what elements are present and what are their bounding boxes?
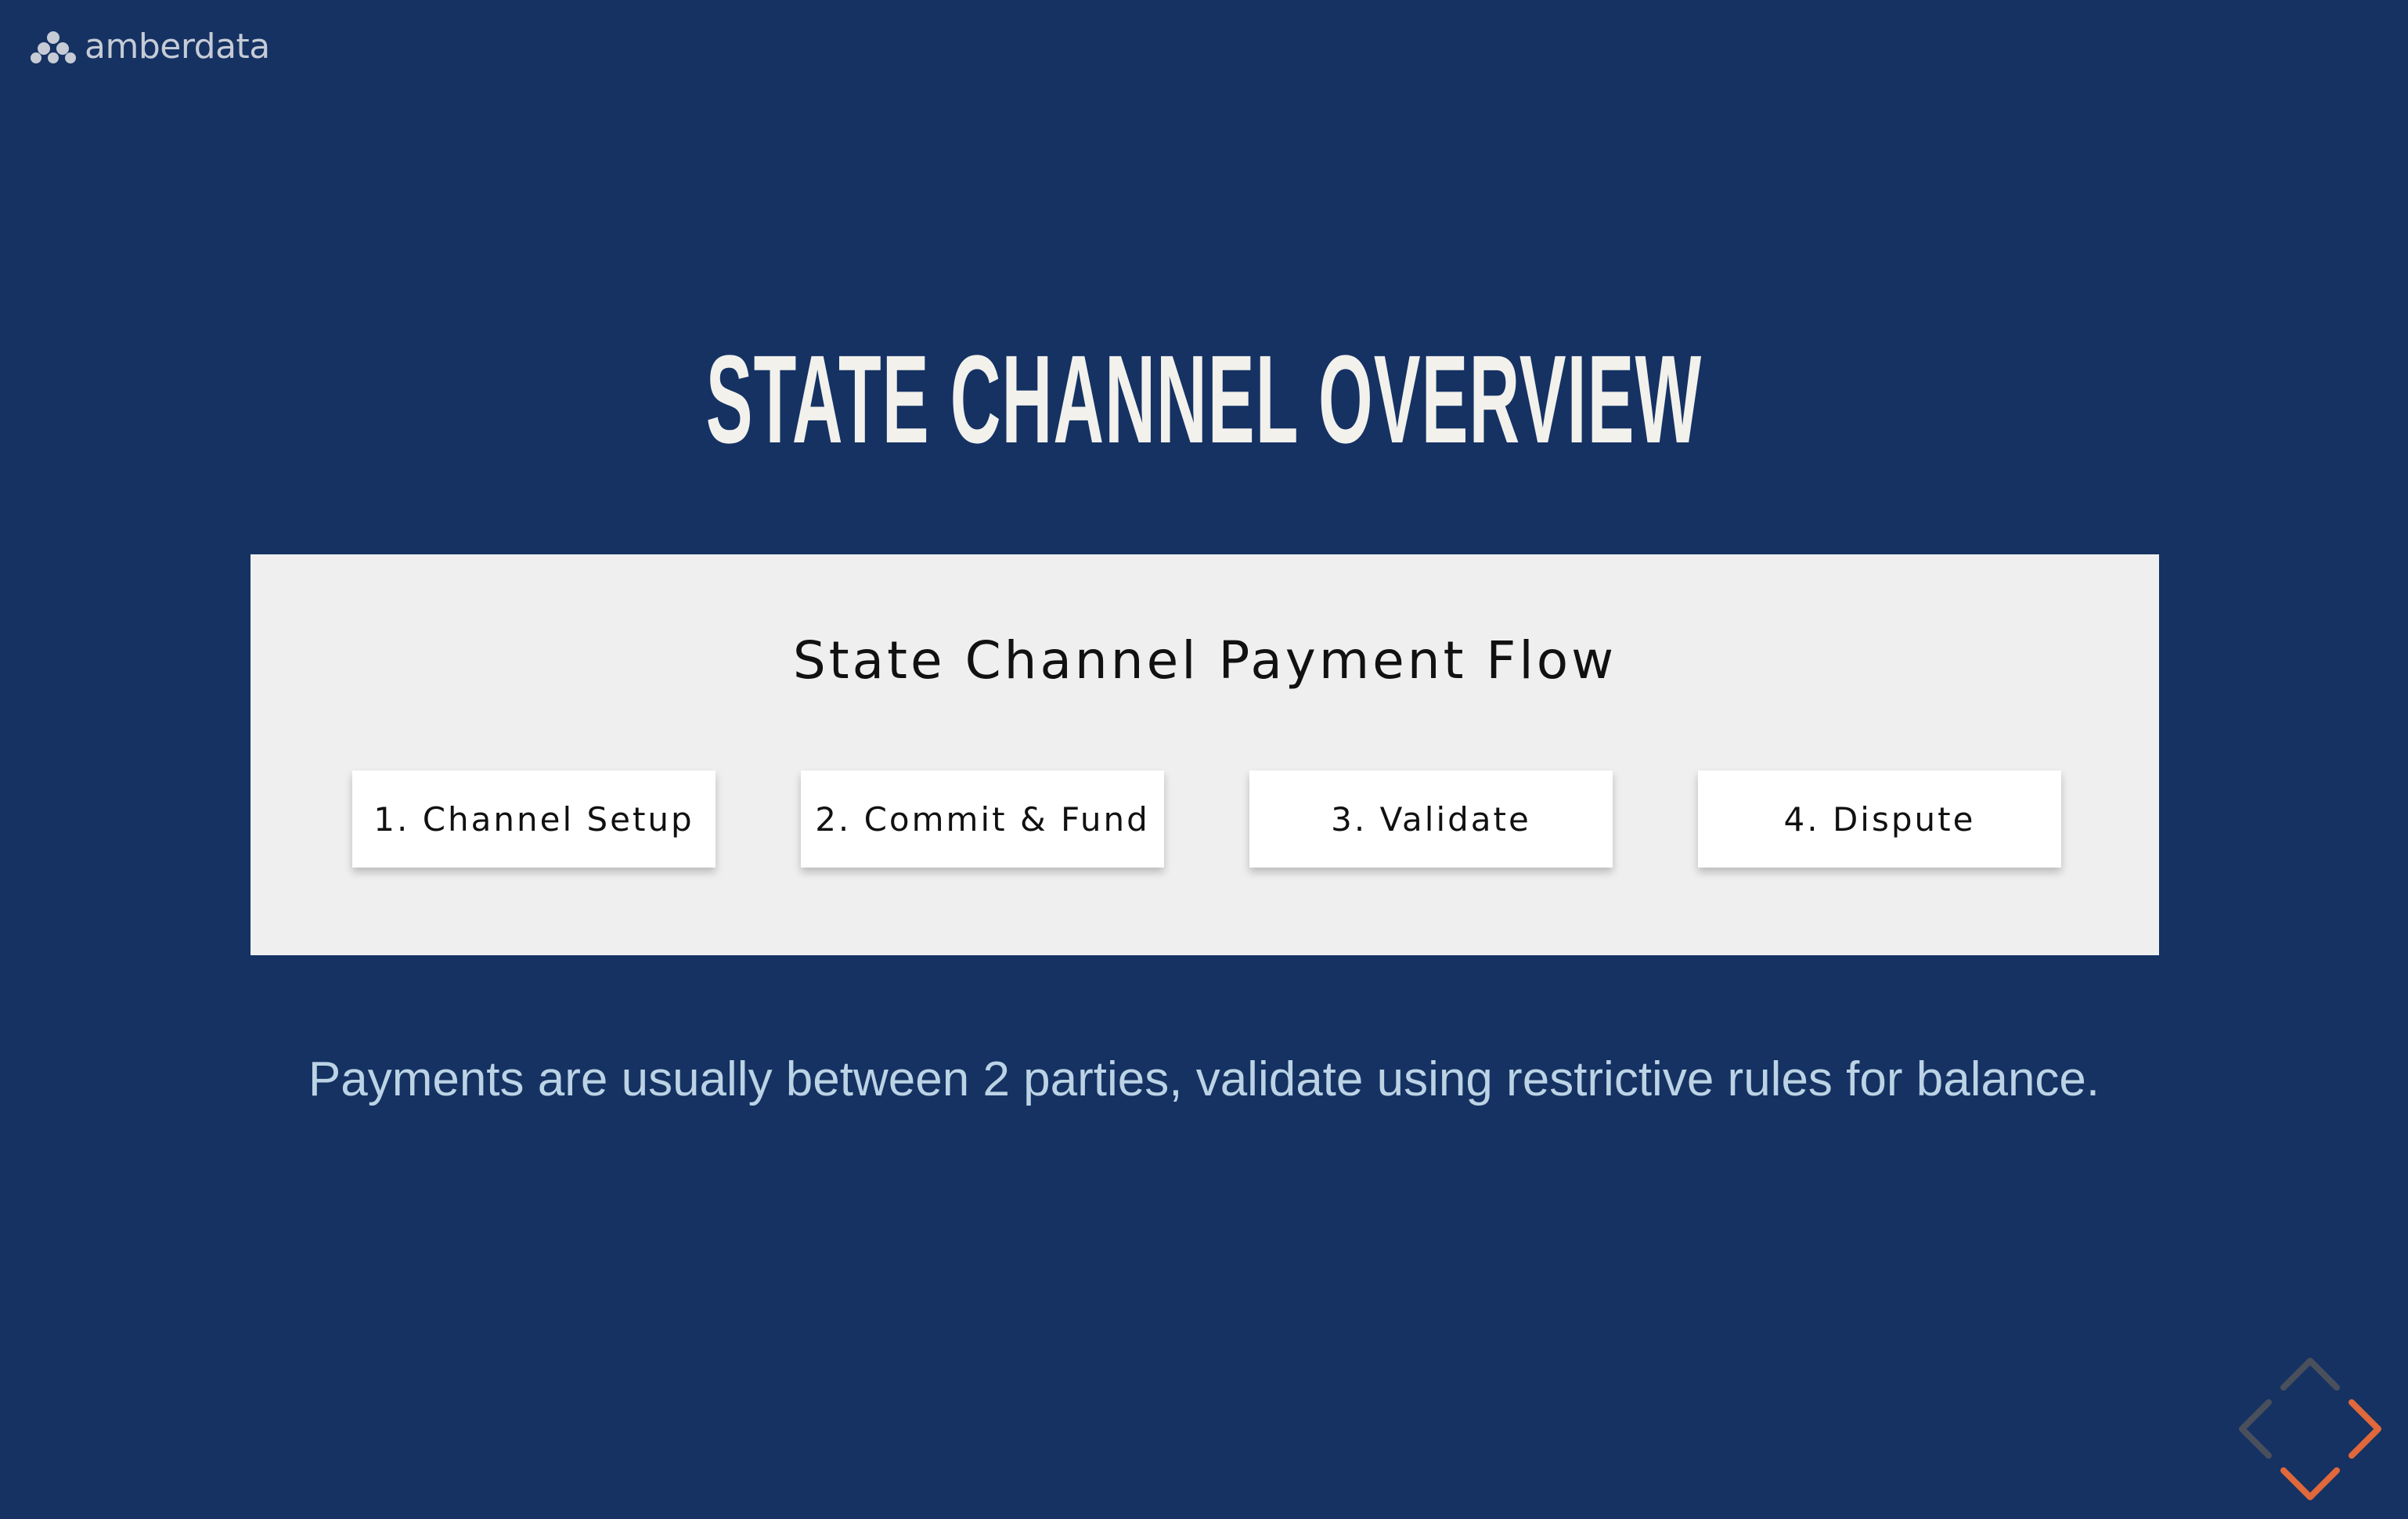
brand-logo: amberdata [30, 27, 270, 67]
right-arrow-icon[interactable] [2347, 1398, 2385, 1460]
step-dispute: 4. Dispute [1698, 770, 2061, 868]
payment-flow-title: State Channel Payment Flow [792, 630, 1617, 691]
up-arrow-icon[interactable] [2279, 1355, 2341, 1392]
payment-flow-panel: State Channel Payment Flow 1. Channel Se… [251, 554, 2159, 955]
slide-caption: Payments are usually between 2 parties, … [308, 1052, 2100, 1106]
step-validate: 3. Validate [1249, 770, 1613, 868]
left-arrow-icon[interactable] [2236, 1398, 2273, 1460]
brand-name: amberdata [85, 27, 270, 67]
slide-navigation [2236, 1355, 2385, 1503]
down-arrow-icon[interactable] [2279, 1466, 2341, 1503]
step-channel-setup: 1. Channel Setup [352, 770, 716, 868]
step-commit-fund: 2. Commit & Fund [801, 770, 1164, 868]
slide-title: STATE CHANNEL OVERVIEW [705, 329, 1703, 469]
amberdata-logo-icon [31, 31, 76, 63]
